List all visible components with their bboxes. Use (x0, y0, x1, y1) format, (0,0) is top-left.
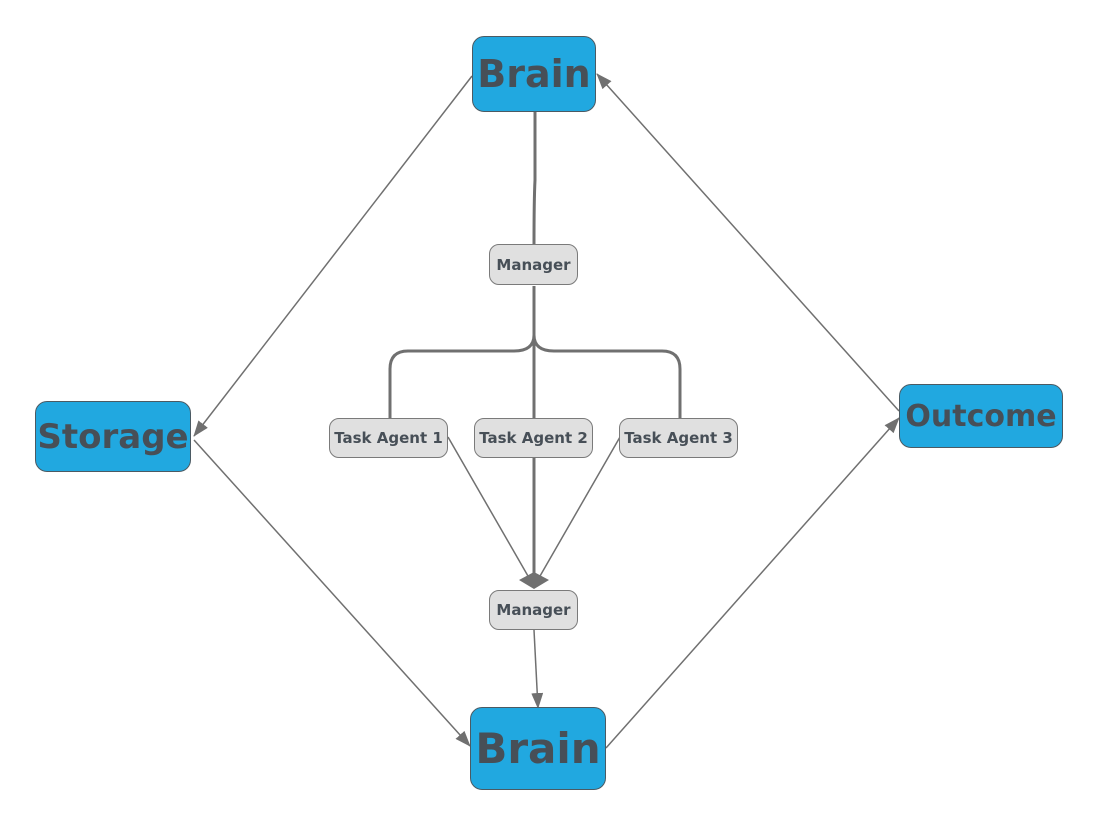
manager-bottom-node[interactable]: Manager (489, 590, 578, 630)
manager-top-node[interactable]: Manager (489, 244, 578, 285)
storage-label: Storage (37, 416, 189, 457)
edge-manager-to-task-agent-3 (532, 286, 682, 418)
storage-node[interactable]: Storage (35, 401, 191, 472)
task-agent-2-node[interactable]: Task Agent 2 (474, 418, 593, 458)
edge-brain-bottom-to-outcome (605, 417, 900, 749)
manager-bottom-label: Manager (496, 601, 571, 619)
outcome-node[interactable]: Outcome (899, 384, 1063, 448)
brain-top-node[interactable]: Brain (472, 36, 596, 112)
brain-top-label: Brain (477, 52, 591, 96)
edge-task-agent-3-to-manager-bottom (535, 436, 621, 584)
task-agent-3-label: Task Agent 3 (624, 429, 733, 447)
task-agent-1-label: Task Agent 1 (334, 429, 443, 447)
task-agent-2-label: Task Agent 2 (479, 429, 588, 447)
edge-outcome-to-brain-top (596, 73, 900, 412)
task-agent-1-node[interactable]: Task Agent 1 (329, 418, 448, 458)
brain-bottom-node[interactable]: Brain (470, 707, 606, 790)
manager-top-label: Manager (496, 255, 571, 274)
edge-task-agent-1-to-manager-bottom (447, 436, 533, 584)
edge-storage-to-brain-bottom (193, 439, 471, 747)
edge-manager-bottom-to-brain-bottom (531, 629, 544, 709)
edge-brain-top-to-manager-top (532, 112, 537, 246)
edge-brain-top-to-storage (193, 75, 473, 437)
outcome-label: Outcome (905, 398, 1057, 434)
brain-bottom-label: Brain (475, 724, 601, 773)
diamond-marker (519, 572, 549, 589)
task-agent-3-node[interactable]: Task Agent 3 (619, 418, 738, 458)
edge-manager-to-task-agent-1 (388, 286, 536, 418)
